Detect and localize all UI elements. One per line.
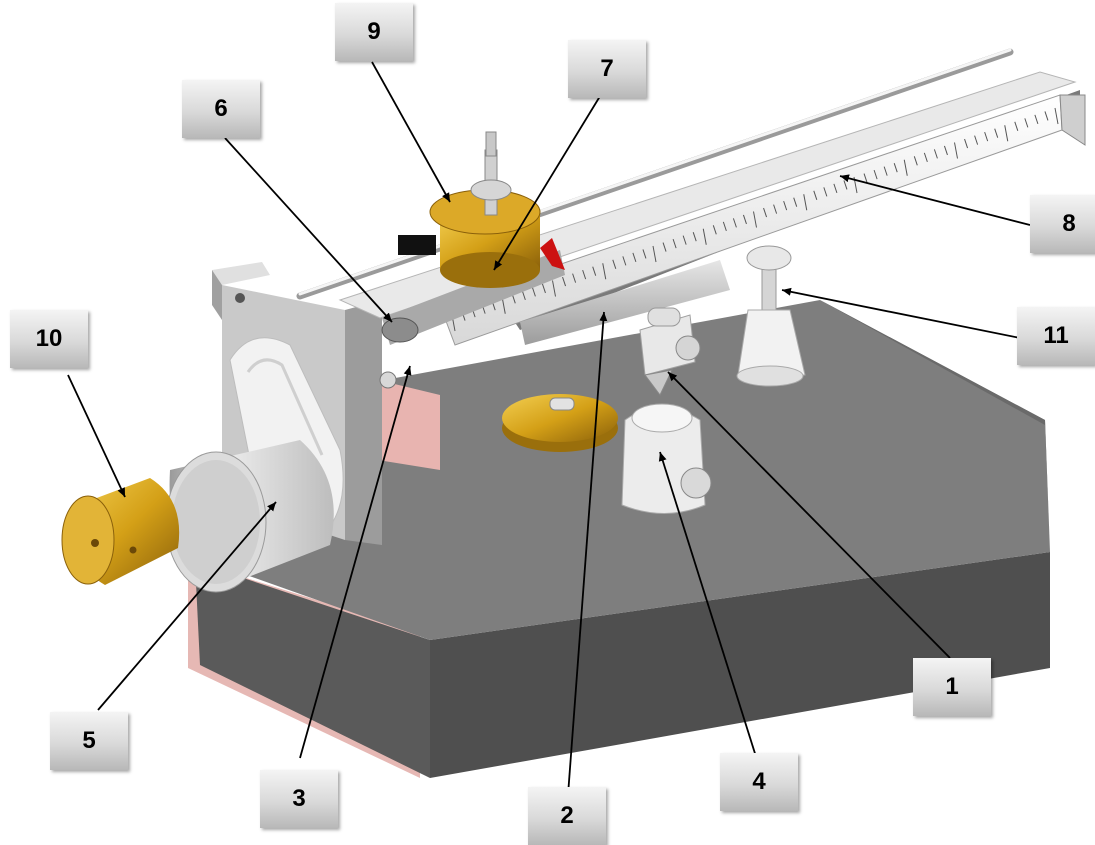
ruler-tick <box>773 204 778 214</box>
ruler-tick <box>592 266 597 276</box>
leader-line-6 <box>224 137 393 323</box>
callout-label-4: 4 <box>720 753 798 811</box>
leader-line-8 <box>839 174 1031 226</box>
ruler-tick <box>662 242 667 252</box>
ruler-tick <box>612 259 617 269</box>
callout-label-1: 1 <box>913 658 991 716</box>
callout-label-5: 5 <box>50 712 128 770</box>
ruler-tick <box>1034 114 1039 125</box>
brass-knob <box>61 478 180 585</box>
drum <box>165 440 334 593</box>
leader-line-5 <box>97 501 277 711</box>
leader-line-9 <box>371 61 451 203</box>
ruler-tick <box>1044 111 1049 121</box>
ruler-tick <box>873 169 878 180</box>
ruler-tick <box>552 280 556 297</box>
ruler-tick <box>652 245 657 263</box>
ruler-tick <box>1004 125 1009 142</box>
ruler-tick <box>933 149 938 159</box>
ruler-tick <box>501 297 506 314</box>
callout-label-6: 6 <box>182 80 260 138</box>
ruler-tick <box>903 159 908 176</box>
ruler-tick <box>572 273 577 283</box>
ruler-tick <box>913 156 918 166</box>
ruler-tick <box>682 235 687 245</box>
leader-line-3 <box>299 365 412 759</box>
ruler-tick <box>883 166 888 176</box>
ruler-tick <box>994 128 999 138</box>
ruler-tick <box>692 232 697 242</box>
ruler-tick <box>863 173 868 183</box>
lower-beam <box>520 260 730 396</box>
ruler-tick <box>541 283 546 294</box>
ruler-assembly <box>296 48 1086 346</box>
ruler-tick <box>964 138 969 149</box>
callout-label-10: 10 <box>10 310 88 368</box>
ruler-tick <box>984 131 989 142</box>
ruler-tick <box>803 194 808 211</box>
callout-label-7: 7 <box>568 40 646 98</box>
ruler-tick <box>943 145 948 156</box>
callout-label-2: 2 <box>528 787 606 845</box>
ruler-tick <box>1024 118 1029 128</box>
callout-label-9: 9 <box>335 3 413 61</box>
ruler-tick <box>893 163 898 173</box>
callout-label-3: 3 <box>260 770 338 828</box>
leader-lines <box>67 61 1031 796</box>
leader-line-10 <box>67 374 126 498</box>
ruler-scale-ticks <box>451 107 1059 332</box>
leader-line-7 <box>493 87 606 271</box>
ruler-tick <box>732 218 737 228</box>
ruler-tick <box>923 152 928 163</box>
ruler-tick <box>582 269 587 280</box>
ruler-tick <box>672 238 677 249</box>
ruler-tick <box>783 200 788 211</box>
ruler-tick <box>742 214 747 225</box>
ruler-tick <box>954 142 958 159</box>
ruler-tick <box>521 290 526 301</box>
ruler-tick <box>793 197 798 207</box>
ruler-tick <box>1014 121 1019 131</box>
leader-line-1 <box>667 371 951 659</box>
callout-label-11: 11 <box>1017 307 1095 365</box>
ruler-tick <box>813 190 818 200</box>
ruler-tick <box>562 276 567 287</box>
callout-label-8: 8 <box>1030 195 1095 253</box>
ruler-tick <box>602 263 607 280</box>
leader-line-2 <box>567 311 608 796</box>
ruler-tick <box>833 183 838 194</box>
support-cone <box>736 245 806 387</box>
ruler-tick <box>632 252 637 263</box>
ruler-tick <box>531 287 536 297</box>
ruler-tick <box>702 228 707 245</box>
ruler-tick <box>712 225 717 235</box>
ruler-tick <box>722 221 727 232</box>
ruler-tick <box>622 256 627 266</box>
ruler-tick <box>1054 107 1059 125</box>
slider-rider <box>398 131 565 288</box>
brass-disk <box>502 394 618 452</box>
leader-line-4 <box>658 451 759 764</box>
ruler-tick <box>823 187 828 197</box>
ruler-tick <box>642 249 647 259</box>
ruler-tick <box>974 135 979 145</box>
stand-block <box>621 403 712 514</box>
ruler-tick <box>763 207 768 218</box>
leader-line-11 <box>781 287 1031 341</box>
ruler-tick <box>753 211 757 228</box>
